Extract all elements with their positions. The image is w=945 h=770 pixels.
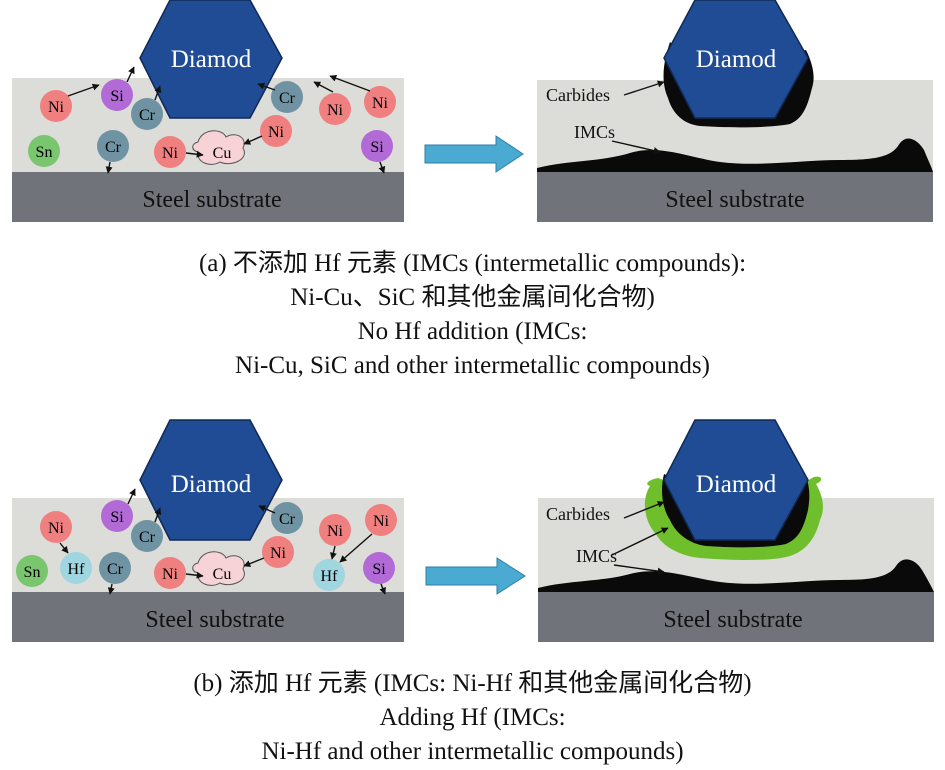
svg-text:Cr: Cr bbox=[279, 90, 296, 107]
svg-text:Hf: Hf bbox=[321, 568, 339, 585]
svg-text:Cu: Cu bbox=[213, 145, 232, 162]
diamond-particle bbox=[663, 419, 809, 541]
steel-substrate bbox=[12, 592, 404, 642]
atom-ni: Ni bbox=[260, 115, 292, 147]
carbides-label: Carbides bbox=[546, 504, 610, 524]
atom-ni: Ni bbox=[262, 536, 294, 568]
imcs-label: IMCs bbox=[574, 122, 615, 142]
svg-text:Ni: Ni bbox=[372, 95, 389, 112]
svg-text:Sn: Sn bbox=[36, 144, 53, 161]
atom-ni: Ni bbox=[154, 557, 186, 589]
atom-cr: Cr bbox=[271, 502, 303, 534]
atom-si: Si bbox=[363, 552, 395, 584]
panel-a-before: Steel substrate Diamod Ni Si Cr Cr Ni Ni… bbox=[12, 0, 404, 222]
process-arrow bbox=[424, 135, 524, 173]
svg-text:Ni: Ni bbox=[270, 545, 287, 562]
caption-a-line1: (a) 不添加 Hf 元素 (IMCs (intermetallic compo… bbox=[198, 250, 747, 277]
atom-ni: Ni bbox=[365, 504, 397, 536]
diamond-particle bbox=[139, 0, 283, 119]
atom-cu: Cu bbox=[192, 130, 245, 165]
svg-text:Si: Si bbox=[110, 88, 124, 105]
atom-cu: Cu bbox=[192, 551, 245, 586]
panel-b-before: Steel substrate Diamod Ni Si Cr Cr Ni Ni… bbox=[12, 419, 404, 642]
atom-sn: Sn bbox=[16, 555, 48, 587]
svg-text:Cr: Cr bbox=[139, 529, 156, 546]
steel-substrate bbox=[538, 592, 934, 642]
svg-text:Ni: Ni bbox=[162, 566, 179, 583]
substrate-label: Steel substrate bbox=[663, 607, 802, 633]
diamond-label: Diamod bbox=[171, 471, 252, 498]
svg-text:Ni: Ni bbox=[327, 102, 344, 119]
atom-si: Si bbox=[101, 500, 133, 532]
svg-text:Si: Si bbox=[370, 139, 384, 156]
atom-sn: Sn bbox=[28, 135, 60, 167]
steel-substrate bbox=[12, 172, 404, 222]
process-arrow bbox=[425, 557, 526, 595]
svg-text:Cr: Cr bbox=[279, 511, 296, 528]
atom-hf: Hf bbox=[60, 552, 92, 584]
diffusion-arrows bbox=[67, 66, 386, 174]
atom-cr: Cr bbox=[99, 552, 131, 584]
atom-ni: Ni bbox=[154, 136, 186, 168]
svg-text:Sn: Sn bbox=[24, 564, 41, 581]
substrate-label: Steel substrate bbox=[665, 187, 804, 213]
imcs-label: IMCs bbox=[576, 546, 617, 566]
caption-b-line1: (b) 添加 Hf 元素 (IMCs: Ni-Hf 和其他金属间化合物) bbox=[193, 670, 752, 697]
atom-si: Si bbox=[101, 79, 133, 111]
svg-text:Cr: Cr bbox=[107, 561, 124, 578]
substrate-label: Steel substrate bbox=[142, 187, 281, 213]
caption-a-line4: Ni-Cu, SiC and other intermetallic compo… bbox=[235, 352, 710, 379]
panel-a-after: Steel substrate Diamod Carbides IMCs bbox=[537, 0, 933, 222]
caption-b-line3: Ni-Hf and other intermetallic compounds) bbox=[261, 738, 684, 765]
svg-text:Si: Si bbox=[372, 561, 386, 578]
atom-ni: Ni bbox=[364, 86, 396, 118]
svg-text:Si: Si bbox=[110, 509, 124, 526]
atom-ni: Ni bbox=[40, 90, 72, 122]
steel-substrate bbox=[537, 172, 933, 222]
atom-ni: Ni bbox=[319, 93, 351, 125]
svg-text:Ni: Ni bbox=[327, 523, 344, 540]
atom-cr: Cr bbox=[131, 520, 163, 552]
atom-si: Si bbox=[361, 130, 393, 162]
svg-text:Cr: Cr bbox=[139, 107, 156, 124]
diamond-particle bbox=[139, 419, 283, 541]
caption-b-line2: Adding Hf (IMCs: bbox=[379, 704, 566, 731]
svg-text:Cr: Cr bbox=[105, 139, 122, 156]
substrate-label: Steel substrate bbox=[145, 607, 284, 633]
atom-cr: Cr bbox=[271, 81, 303, 113]
diffusion-arrows bbox=[59, 488, 386, 595]
carbides-label: Carbides bbox=[546, 85, 610, 105]
svg-text:Hf: Hf bbox=[68, 561, 86, 578]
caption-b: (b) 添加 Hf 元素 (IMCs: Ni-Hf 和其他金属间化合物) Add… bbox=[0, 667, 945, 769]
diamond-particle bbox=[663, 0, 809, 119]
atom-cr: Cr bbox=[97, 130, 129, 162]
atom-ni: Ni bbox=[319, 514, 351, 546]
caption-a-line3: No Hf addition (IMCs: bbox=[357, 318, 588, 345]
caption-a-line2: Ni-Cu、SiC 和其他金属间化合物) bbox=[290, 284, 655, 311]
atom-ni: Ni bbox=[40, 511, 72, 543]
atom-hf: Hf bbox=[313, 559, 345, 591]
panel-b-after: Steel substrate Diamod Carbides IMCs bbox=[538, 419, 934, 642]
svg-text:Ni: Ni bbox=[373, 513, 390, 530]
svg-text:Ni: Ni bbox=[48, 520, 65, 537]
caption-a: (a) 不添加 Hf 元素 (IMCs (intermetallic compo… bbox=[0, 247, 945, 383]
atom-cr: Cr bbox=[131, 98, 163, 130]
diamond-label: Diamod bbox=[171, 46, 252, 73]
imc-layer bbox=[538, 559, 934, 592]
diamond-label: Diamod bbox=[696, 471, 777, 498]
svg-text:Ni: Ni bbox=[162, 145, 179, 162]
svg-text:Ni: Ni bbox=[268, 124, 285, 141]
diamond-label: Diamod bbox=[696, 46, 777, 73]
svg-text:Ni: Ni bbox=[48, 99, 65, 116]
imc-layer bbox=[537, 138, 933, 172]
svg-text:Cu: Cu bbox=[213, 566, 232, 583]
